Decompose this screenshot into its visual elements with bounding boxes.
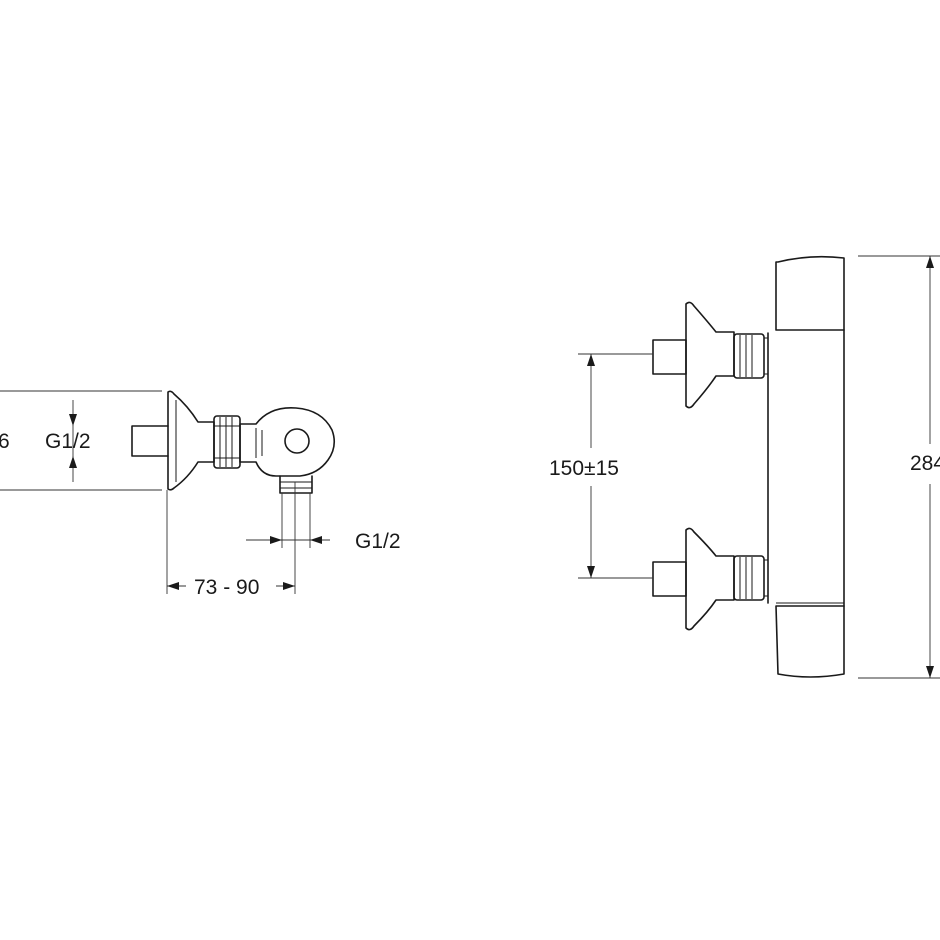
depth-dimension-label: 73 - 90 <box>194 576 259 599</box>
centre-distance-label: 150±15 <box>549 457 619 480</box>
lower-flange <box>685 527 735 631</box>
upper-flange <box>685 301 735 409</box>
inlet-thread-label: G1/2 <box>45 430 91 453</box>
wall-flange <box>167 390 215 491</box>
lower-connection <box>652 527 768 631</box>
valve-body-side <box>239 407 336 477</box>
front-view: 150±15 284 <box>549 255 940 679</box>
upper-connection <box>652 301 768 409</box>
outlet-fitting <box>279 475 313 494</box>
height-dimension-label: 284 <box>910 452 940 475</box>
side-view: 6 G1/2 G1/2 73 - 90 <box>0 390 401 599</box>
inlet-pipe <box>131 425 169 457</box>
outlet-thread-label: G1/2 <box>355 530 401 553</box>
cut-dimension-label: 6 <box>0 430 10 453</box>
inlet-nut <box>213 415 241 469</box>
valve-spindle-circle <box>284 428 310 454</box>
mixer-body <box>775 255 845 331</box>
